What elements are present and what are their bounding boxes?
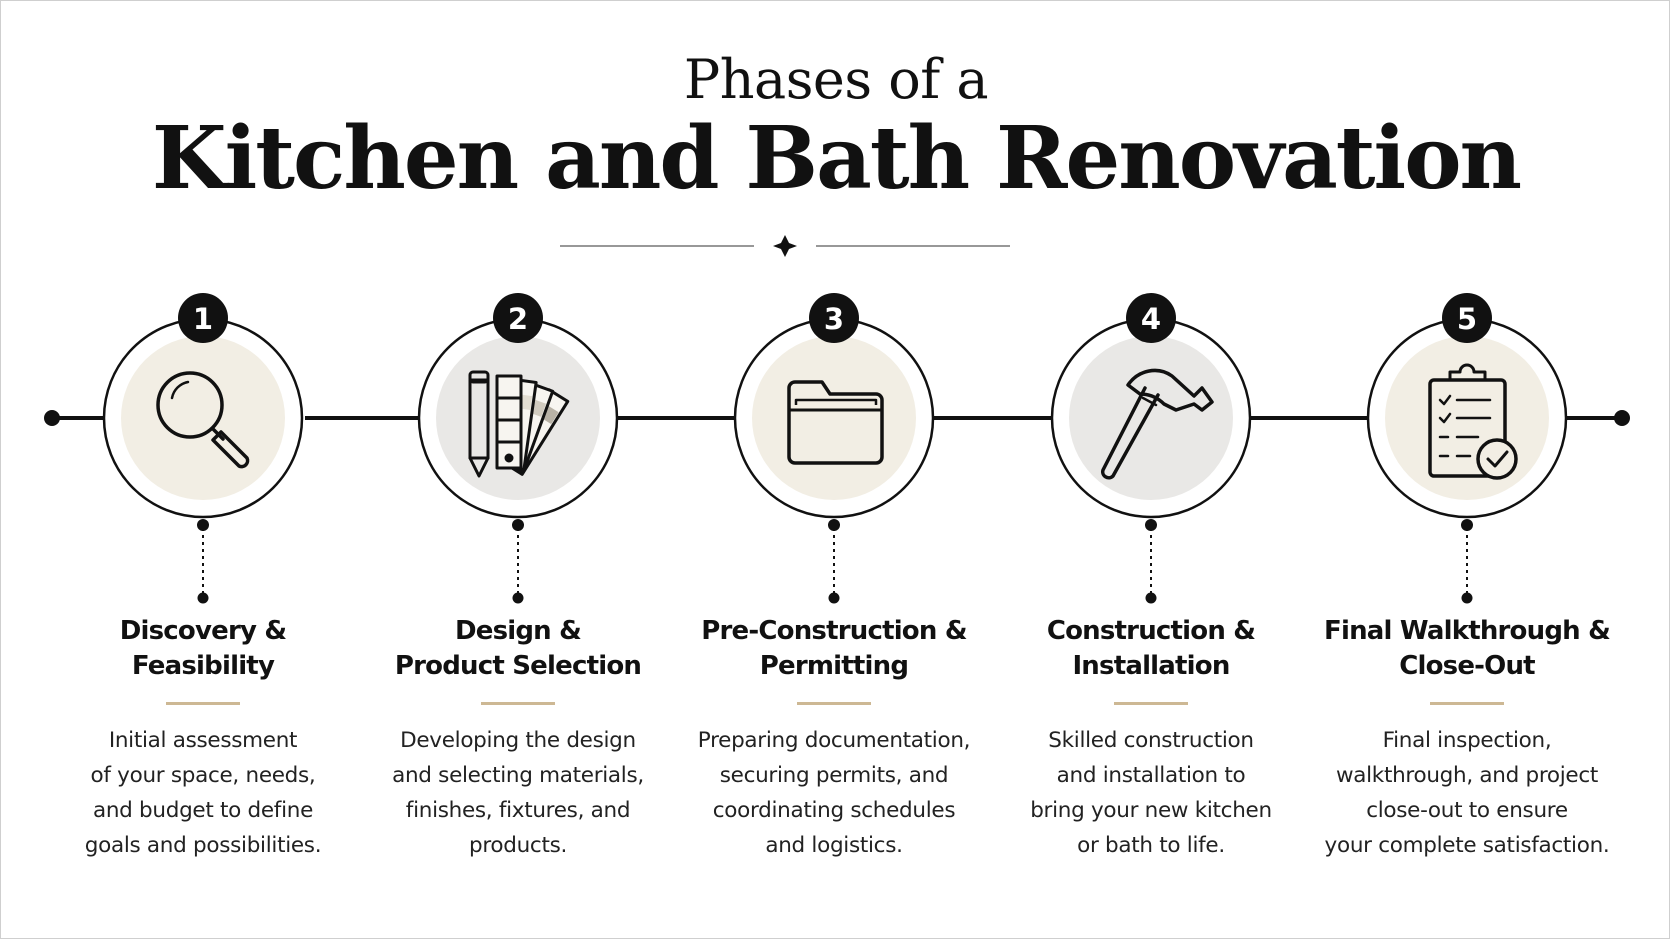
phase-accent-rule (166, 702, 240, 705)
phase-text-dot (1461, 592, 1473, 604)
phase-description-line: or bath to life. (1077, 833, 1225, 858)
page-title: Kitchen and Bath Renovation (151, 108, 1522, 209)
magnifying-glass-icon (156, 371, 250, 469)
phase-ring-dot (828, 519, 840, 531)
step-number: 2 (508, 302, 528, 336)
phase-title-line: Construction & (1046, 616, 1256, 646)
step-number-badge (809, 293, 859, 343)
phase-title-line: Discovery & (119, 616, 287, 646)
phase-description: Skilled construction and installation to… (1001, 723, 1301, 863)
phase-description-line: close-out to ensure (1366, 798, 1568, 823)
phase-description-line: and budget to define (92, 798, 314, 823)
phase-description-line: coordinating schedules (712, 798, 956, 823)
phase-description: Preparing documentation, securing permit… (684, 723, 984, 863)
step-number: 3 (824, 302, 844, 336)
step-number-badge (1126, 293, 1176, 343)
step-number-badge (493, 293, 543, 343)
phase-description-line: walkthrough, and project (1335, 763, 1599, 788)
phase-card-4: Construction & Installation Skilled cons… (1001, 614, 1301, 863)
phase-title: Construction & Installation (1001, 614, 1301, 686)
phase-node-3: 3 (733, 293, 935, 604)
phase-description-line: finishes, fixtures, and (405, 798, 631, 823)
folder-icon (787, 380, 884, 465)
phase-title: Pre-Construction & Permitting (684, 614, 984, 686)
phase-node-1: 1 (102, 293, 304, 604)
phase-title-line: Installation (1072, 651, 1230, 681)
step-number: 5 (1457, 302, 1477, 336)
phase-description-line: bring your new kitchen (1030, 798, 1272, 823)
phase-title-line: Permitting (759, 651, 909, 681)
phase-text-dot (828, 592, 840, 604)
phase-description-line: Developing the design (400, 728, 636, 753)
phase-title: Final Walkthrough & Close-Out (1317, 614, 1617, 686)
clipboard-check-icon (1428, 363, 1518, 480)
phase-description-line: Skilled construction (1048, 728, 1254, 753)
phase-node-4: 4 (1050, 293, 1252, 604)
phase-description-line: Final inspection, (1382, 728, 1552, 753)
step-number-badge (1442, 293, 1492, 343)
step-number: 4 (1141, 302, 1161, 336)
phase-description: Developing the design and selecting mate… (368, 723, 668, 863)
phase-text-dot (512, 592, 524, 604)
phase-title-line: Pre-Construction & (701, 616, 967, 646)
pencil-swatch-icon (468, 370, 570, 478)
step-number: 1 (193, 302, 213, 336)
phase-description-line: Initial assessment (108, 728, 298, 753)
phase-icon-backdrop (1069, 336, 1233, 500)
step-number-badge (178, 293, 228, 343)
phase-card-2: Design & Product Selection Developing th… (368, 614, 668, 863)
phase-accent-rule (797, 702, 871, 705)
phase-description-line: goals and possibilities. (84, 833, 322, 858)
diamond-ornament-icon (773, 235, 797, 257)
phase-description-line: and selecting materials, (392, 763, 644, 788)
phase-title-line: Product Selection (394, 651, 642, 681)
phase-node-5: 5 (1366, 293, 1568, 604)
phase-description-line: and logistics. (765, 833, 903, 858)
phase-card-1: Discovery & Feasibility Initial assessme… (53, 614, 353, 863)
title-divider (560, 235, 1010, 257)
phase-ring-dot (197, 519, 209, 531)
phase-icon-backdrop (752, 336, 916, 500)
phase-text-dot (197, 592, 209, 604)
phase-description-line: and installation to (1056, 763, 1246, 788)
phase-description: Final inspection, walkthrough, and proje… (1317, 723, 1617, 863)
phase-accent-rule (481, 702, 555, 705)
timeline-start-dot (44, 410, 60, 426)
hammer-icon (1100, 368, 1214, 480)
phase-title-line: Final Walkthrough & (1324, 616, 1611, 646)
phase-ring-dot (1461, 519, 1473, 531)
phase-accent-rule (1114, 702, 1188, 705)
title-prefix: Phases of a (683, 48, 989, 111)
phase-description-line: of your space, needs, (90, 763, 316, 788)
phase-ring-dot (512, 519, 524, 531)
phase-description-line: Preparing documentation, (697, 728, 971, 753)
phase-text-dot (1145, 592, 1157, 604)
phase-card-3: Pre-Construction & Permitting Preparing … (684, 614, 984, 863)
phase-ring-dot (1145, 519, 1157, 531)
phase-description-line: securing permits, and (719, 763, 949, 788)
phase-description: Initial assessment of your space, needs,… (53, 723, 353, 863)
phase-title-line: Close-Out (1399, 651, 1535, 681)
phase-title: Discovery & Feasibility (53, 614, 353, 686)
phase-description-line: your complete satisfaction. (1324, 833, 1610, 858)
phase-icon-backdrop (121, 336, 285, 500)
phase-title: Design & Product Selection (368, 614, 668, 686)
phase-title-line: Feasibility (131, 651, 275, 681)
timeline-end-dot (1614, 410, 1630, 426)
phase-description-line: products. (468, 833, 568, 858)
phase-accent-rule (1430, 702, 1504, 705)
phase-card-5: Final Walkthrough & Close-Out Final insp… (1317, 614, 1617, 863)
phase-title-line: Design & (454, 616, 582, 646)
phase-node-2: 2 (417, 293, 619, 604)
